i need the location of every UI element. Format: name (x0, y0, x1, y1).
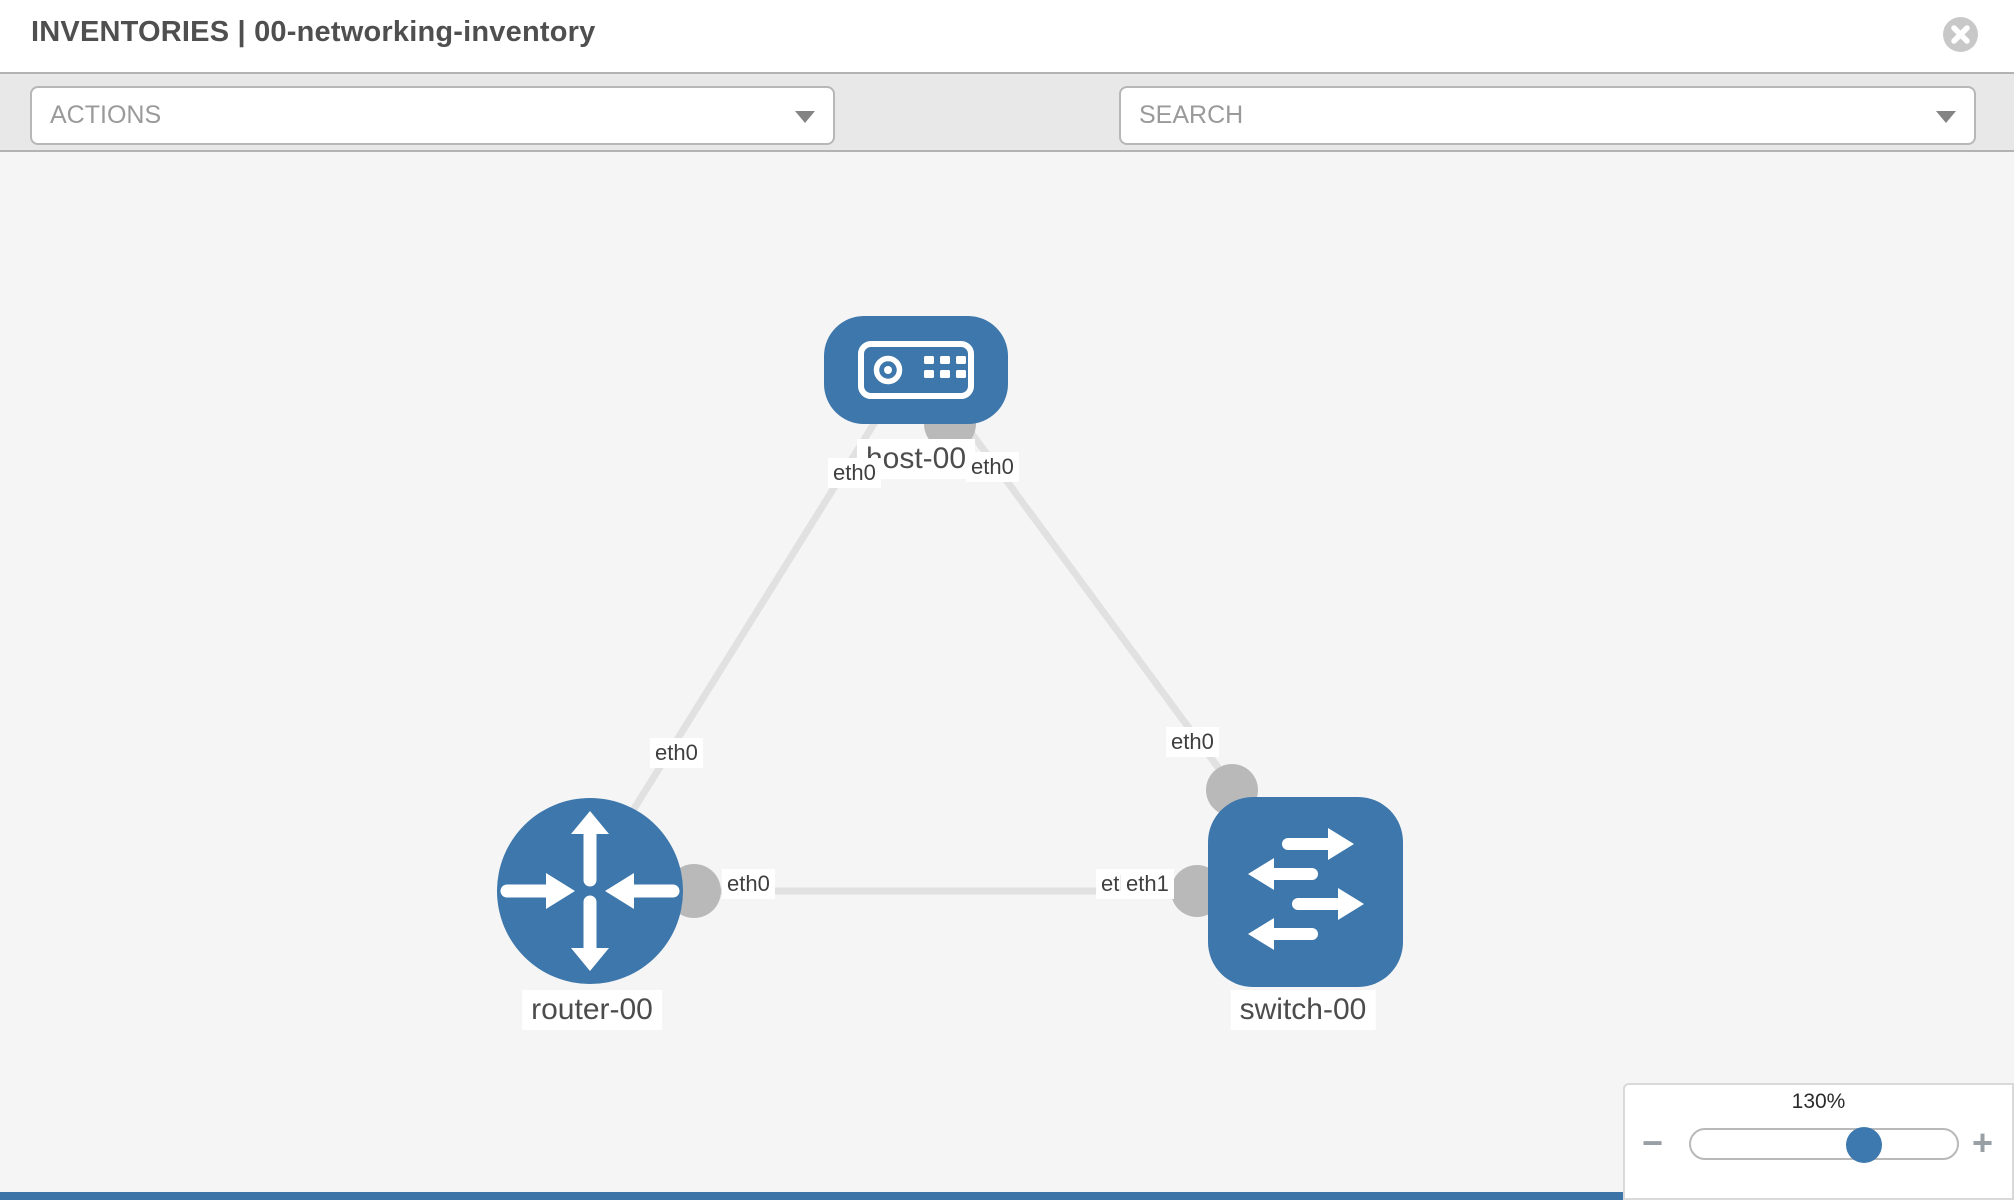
zoom-level: 130% (1791, 1090, 1846, 1113)
zoom-in-button[interactable]: + (1972, 1122, 1994, 1163)
chevron-down-icon (795, 110, 815, 123)
node-router[interactable] (497, 798, 683, 984)
switch-icon (1248, 828, 1364, 950)
iface-label-host-left: eth0 (828, 458, 881, 488)
zoom-slider-knob[interactable] (1846, 1127, 1882, 1163)
page-title: INVENTORIES | 00-networking-inventory (31, 16, 596, 48)
topology-canvas[interactable]: host-00 router-00 switch-00 eth0 eth0 et… (0, 152, 2014, 1200)
router-icon (500, 811, 680, 971)
search-placeholder: SEARCH (1139, 101, 1244, 129)
close-icon (1951, 25, 1970, 44)
iface-label-router-right: eth0 (722, 869, 775, 899)
chevron-down-icon (1936, 110, 1956, 123)
zoom-out-button[interactable]: − (1642, 1122, 1664, 1163)
topology-graph (497, 316, 1403, 987)
zoom-panel: 130% − + (1623, 1083, 2014, 1200)
host-icon (858, 341, 974, 399)
node-host[interactable] (824, 316, 1008, 424)
iface-label-switch-upper: eth0 (1166, 727, 1219, 757)
node-label-switch: switch-00 (1230, 990, 1376, 1030)
iface-label-host-right: eth0 (966, 452, 1019, 482)
iface-label-router-upper: eth0 (650, 738, 703, 768)
zoom-slider-track[interactable] (1689, 1128, 1959, 1160)
bottom-bar (0, 1192, 1623, 1200)
toolbar: ACTIONS SEARCH (0, 72, 2014, 205)
node-label-router: router-00 (522, 990, 662, 1030)
node-switch[interactable] (1208, 797, 1403, 987)
close-button[interactable] (1943, 17, 1978, 52)
iface-label-switch-left-front: eth1 (1121, 869, 1174, 899)
search-dropdown[interactable]: SEARCH (1119, 86, 1976, 145)
link-lines (624, 412, 1251, 895)
actions-dropdown[interactable]: ACTIONS (30, 86, 835, 145)
actions-dropdown-label: ACTIONS (50, 101, 162, 129)
page-header: INVENTORIES | 00-networking-inventory (0, 0, 2014, 72)
